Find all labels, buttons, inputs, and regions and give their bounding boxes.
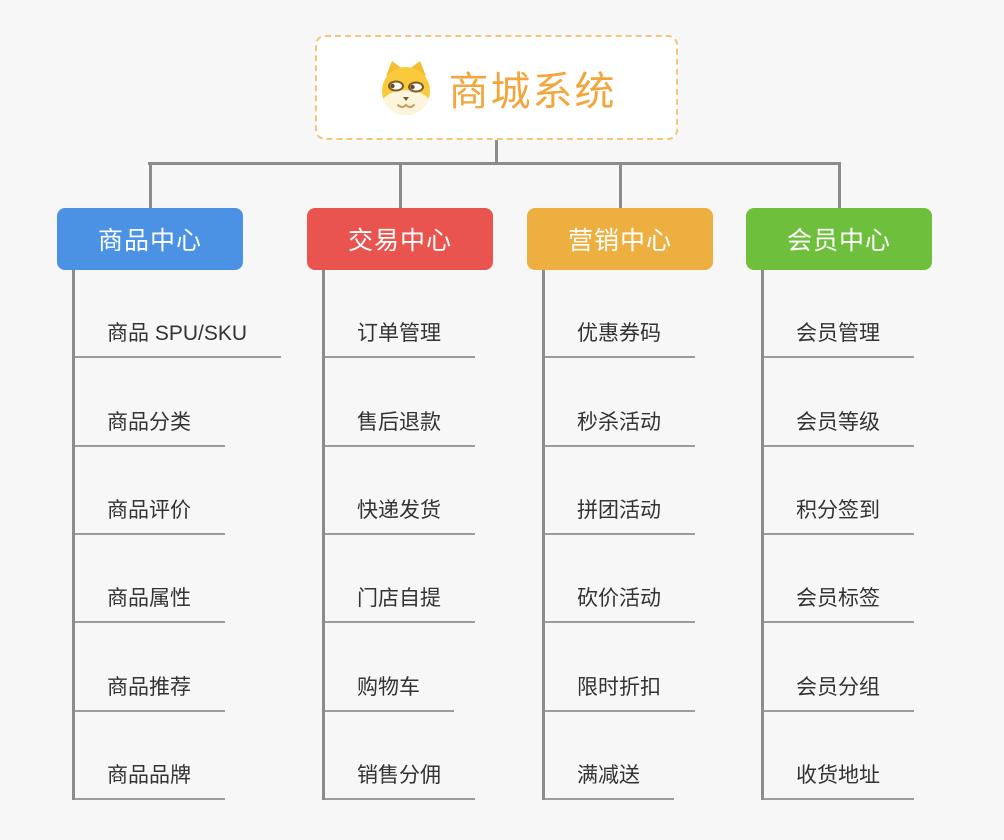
leaf-label: 会员分组 [796,675,880,699]
leaf-item[interactable]: 商品推荐 [75,623,225,712]
leaf-item[interactable]: 砍价活动 [545,535,695,624]
branch-label: 商品中心 [97,227,202,255]
leaf-item[interactable]: 商品品牌 [75,712,225,800]
leaf-label: 会员管理 [796,322,880,346]
branch-label: 交易中心 [347,227,452,255]
leaf-item[interactable]: 满减送 [545,712,674,800]
connector-drop-trade-center [398,162,402,208]
connector-drop-marketing-center [618,162,622,208]
leaf-item[interactable]: 门店自提 [325,535,475,624]
root-node[interactable]: 商城系统 [315,35,678,140]
leaf-label: 收货地址 [796,763,880,787]
connector-bus [148,162,839,165]
leaf-item[interactable]: 销售分佣 [325,712,475,800]
leaf-label: 砍价活动 [577,587,661,611]
branch-label: 会员中心 [786,227,891,255]
leaf-item[interactable]: 快递发货 [325,447,475,535]
leaf-item[interactable]: 会员分组 [764,623,914,712]
leaf-item[interactable]: 售后退款 [325,358,475,447]
leaf-label: 购物车 [357,675,420,699]
leaf-item[interactable]: 会员标签 [764,535,914,624]
leaf-label: 商品属性 [107,587,191,611]
leaf-label: 销售分佣 [357,763,441,787]
leaf-label: 快递发货 [357,498,441,522]
leaf-item[interactable]: 优惠券码 [545,270,695,359]
leaf-item[interactable]: 商品 SPU/SKU [75,270,282,359]
leaf-label: 秒杀活动 [577,410,661,434]
leaf-item[interactable]: 收货地址 [764,712,914,800]
leaf-label: 商品品牌 [107,763,191,787]
branch-node-marketing-center[interactable]: 营销中心 [527,208,713,270]
leaf-label: 会员标签 [796,587,880,611]
leaf-label: 门店自提 [357,587,441,611]
branch-label: 营销中心 [567,227,672,255]
leaf-item[interactable]: 商品评价 [75,447,225,535]
leaf-label: 商品评价 [107,498,191,522]
leaf-label: 商品 SPU/SKU [107,322,248,346]
leaf-label: 订单管理 [357,322,441,346]
leaf-label: 售后退款 [357,410,441,434]
leaf-label: 满减送 [577,763,640,787]
leaf-label: 限时折扣 [577,675,661,699]
connector-drop-member-center [837,162,841,208]
connector-drop-product-center [148,162,152,208]
leaf-label: 会员等级 [796,410,880,434]
leaf-label: 商品推荐 [107,675,191,699]
connector-root-drop [495,140,498,165]
leaf-item[interactable]: 商品属性 [75,535,225,624]
leaf-item[interactable]: 订单管理 [325,270,475,359]
branch-children-product-center: 商品 SPU/SKU 商品分类商品评价商品属性商品推荐商品品牌 [72,270,282,800]
leaf-item[interactable]: 商品分类 [75,358,225,447]
leaf-item[interactable]: 限时折扣 [545,623,695,712]
branch-children-marketing-center: 优惠券码秒杀活动拼团活动砍价活动限时折扣满减送 [542,270,695,800]
leaf-label: 积分签到 [796,498,880,522]
leaf-item[interactable]: 积分签到 [764,447,914,535]
leaf-label: 商品分类 [107,410,191,434]
branch-children-member-center: 会员管理会员等级积分签到会员标签会员分组收货地址 [761,270,914,800]
dog-face-icon [377,59,435,117]
branch-node-product-center[interactable]: 商品中心 [57,208,243,270]
branch-children-trade-center: 订单管理售后退款快递发货门店自提购物车销售分佣 [322,270,475,800]
leaf-item[interactable]: 会员管理 [764,270,914,359]
leaf-label: 优惠券码 [577,322,661,346]
leaf-item[interactable]: 拼团活动 [545,447,695,535]
leaf-item[interactable]: 购物车 [325,623,454,712]
branch-node-member-center[interactable]: 会员中心 [746,208,932,270]
root-title: 商城系统 [448,69,617,114]
leaf-label: 拼团活动 [577,498,661,522]
leaf-item[interactable]: 秒杀活动 [545,358,695,447]
leaf-item[interactable]: 会员等级 [764,358,914,447]
branch-node-trade-center[interactable]: 交易中心 [307,208,493,270]
